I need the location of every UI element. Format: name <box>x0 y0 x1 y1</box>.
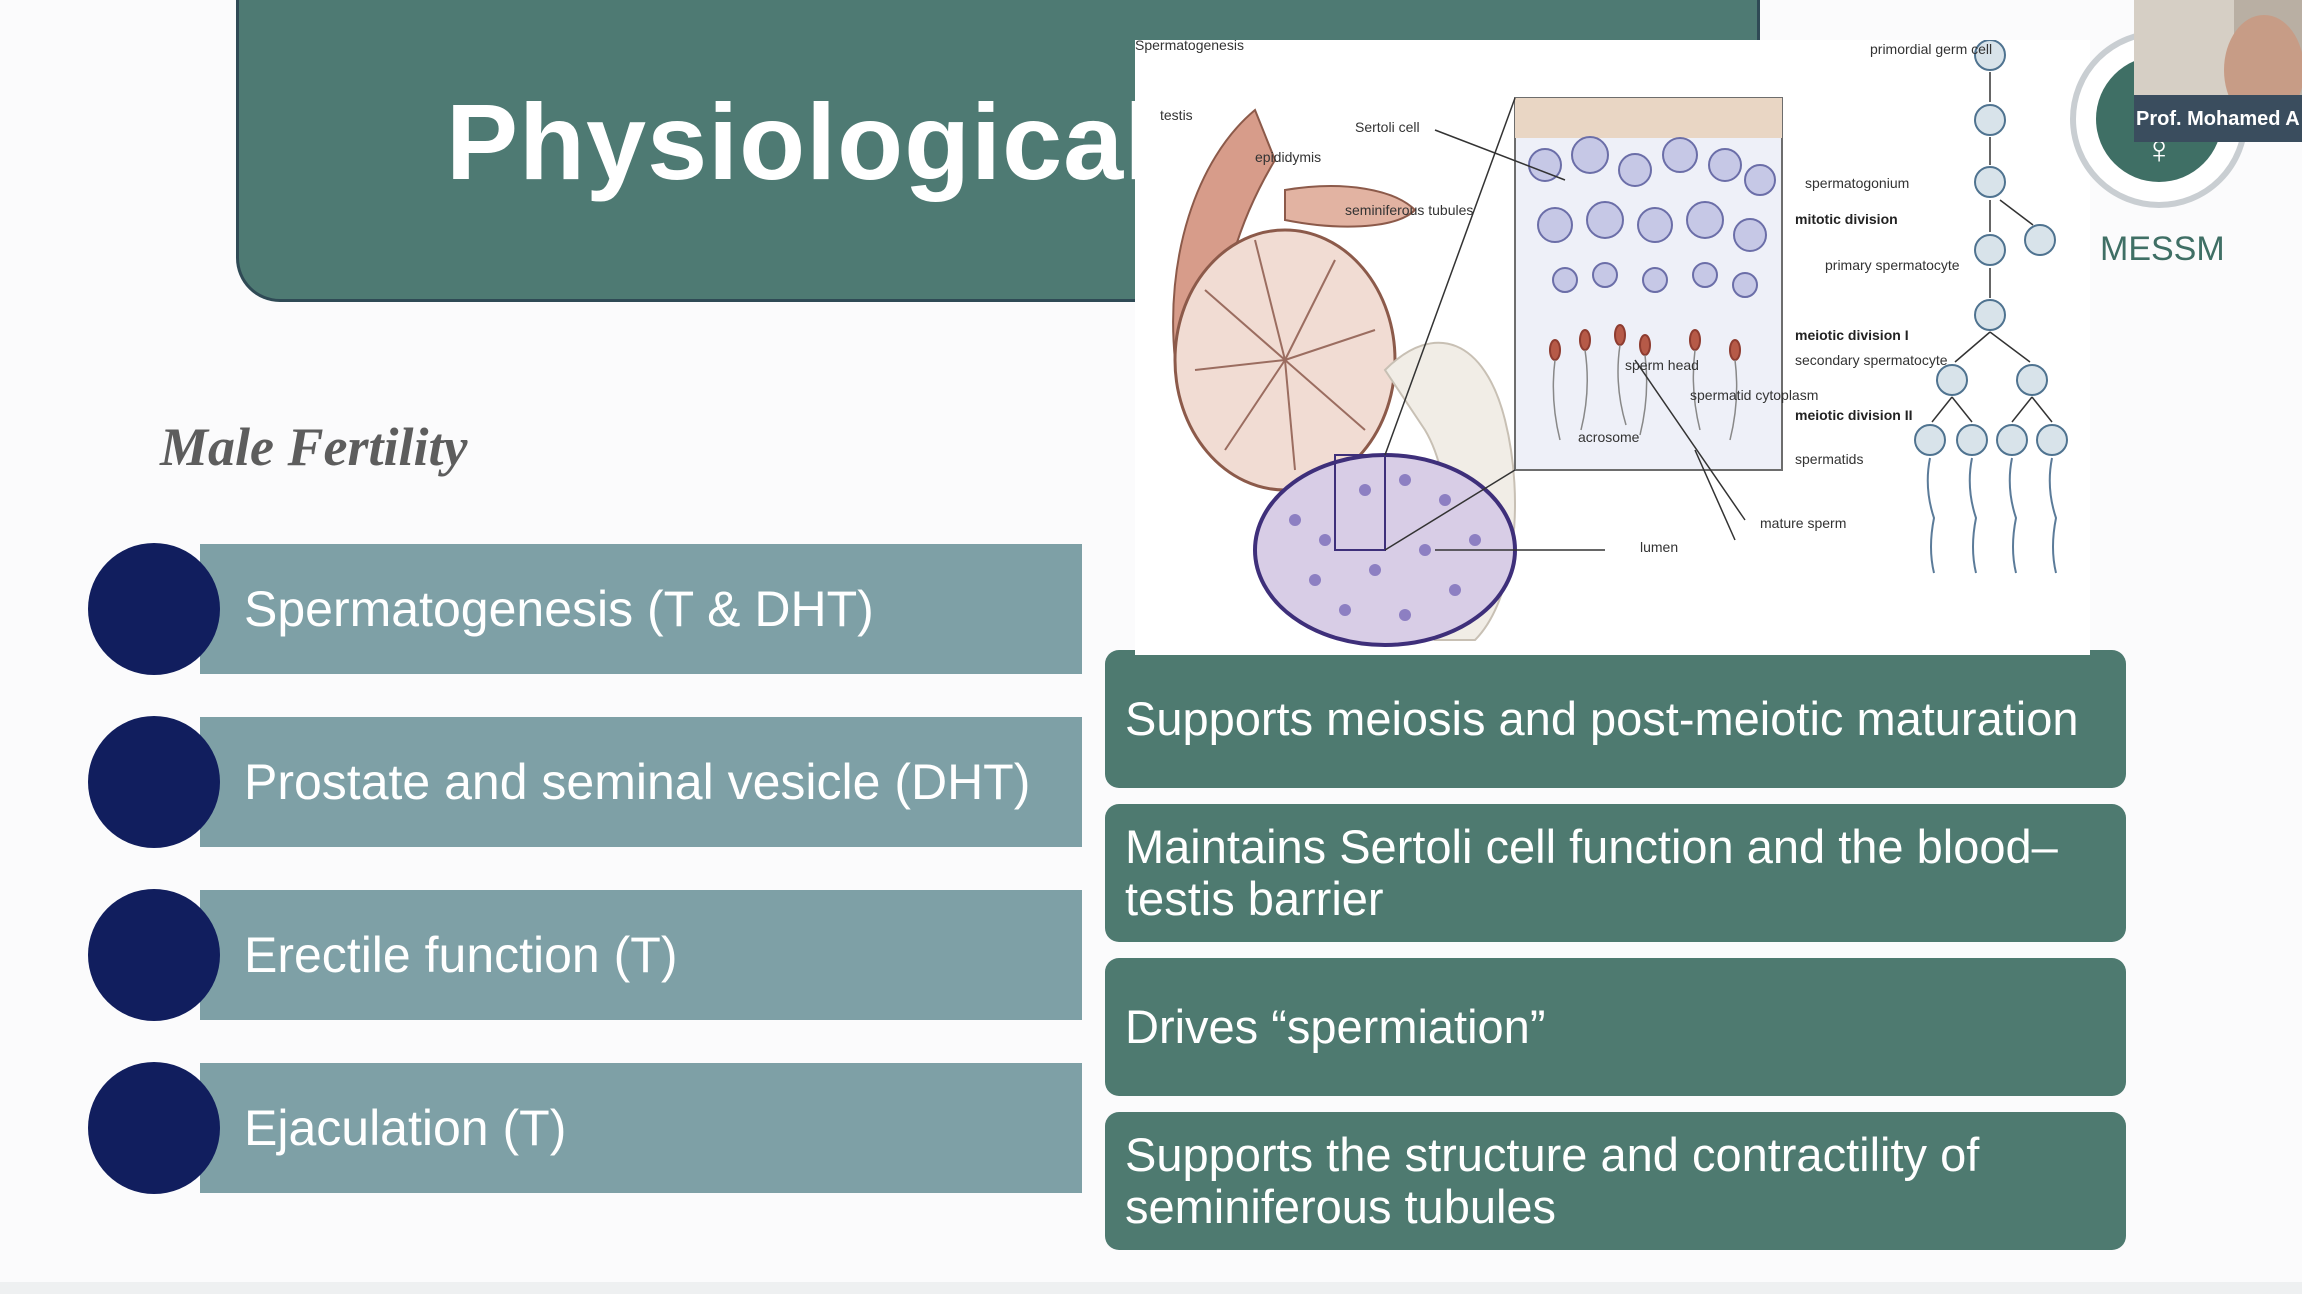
bullet-dot <box>88 1062 220 1194</box>
label-sperm-head: sperm head <box>1625 357 1699 373</box>
list-item-label: Spermatogenesis (T & DHT) <box>244 581 874 637</box>
subtitle: Male Fertility <box>160 417 468 477</box>
germ-cells <box>1528 136 1776 298</box>
label-seminiferous-tubules: seminiferous tubules <box>1345 202 1473 218</box>
sperm-tails <box>1552 344 1738 441</box>
spermatogenesis-diagram: Spermatogenesis <box>1135 40 2090 655</box>
label-primary-spermatocyte: primary spermatocyte <box>1825 257 1960 273</box>
logo-text: MESSM <box>2100 230 2225 268</box>
label-sertoli-cell: Sertoli cell <box>1355 119 1420 135</box>
label-primordial-germ-cell: primordial germ cell <box>1870 41 1992 57</box>
label-mitotic-division: mitotic division <box>1795 211 1898 227</box>
label-epididymis: epididymis <box>1255 149 1321 165</box>
info-box: Supports the structure and contractility… <box>1105 1112 2126 1250</box>
basement-membrane <box>1515 98 1782 138</box>
presenter-name: Prof. Mohamed A <box>2136 108 2300 130</box>
list-item: Ejaculation (T) <box>200 1063 1082 1193</box>
label-spermatogonium: spermatogonium <box>1805 175 1909 191</box>
list-item: Spermatogenesis (T & DHT) <box>200 544 1082 674</box>
list-item-label: Prostate and seminal vesicle (DHT) <box>244 754 1031 810</box>
info-box: Drives “spermiation” <box>1105 958 2126 1096</box>
label-acrosome: acrosome <box>1578 429 1640 445</box>
label-lumen: lumen <box>1640 539 1678 555</box>
list-item-label: Erectile function (T) <box>244 927 678 983</box>
diagram-canvas: Spermatogenesis <box>1135 40 2068 647</box>
label-secondary-spermatocyte: secondary spermatocyte <box>1795 352 1948 368</box>
diagram-title: Spermatogenesis <box>1135 40 1244 53</box>
tubule-cells <box>1289 474 1481 621</box>
lineage-arrows <box>1931 72 2053 423</box>
label-spermatid-cytoplasm: spermatid cytoplasm <box>1690 387 1818 403</box>
info-box-label: Supports the structure and contractility… <box>1125 1128 1980 1233</box>
epididymis-head-shape <box>1284 185 1417 228</box>
label-mature-sperm: mature sperm <box>1760 515 1846 531</box>
list-item-label: Ejaculation (T) <box>244 1100 567 1156</box>
bullet-dot <box>88 543 220 675</box>
page-title: Physiological <box>446 81 1156 202</box>
bullet-dot <box>88 716 220 848</box>
info-box-label: Maintains Sertoli cell function and the … <box>1125 820 2058 925</box>
testis-lobules <box>1194 239 1376 471</box>
label-testis: testis <box>1160 107 1193 123</box>
presenter-video[interactable] <box>2134 0 2302 142</box>
info-box-label: Drives “spermiation” <box>1125 1000 1546 1053</box>
presenter-silhouette-icon <box>2134 0 2302 142</box>
list-item: Prostate and seminal vesicle (DHT) <box>200 717 1082 847</box>
info-box: Supports meiosis and post-meiotic matura… <box>1105 650 2126 788</box>
bottom-strip <box>0 1282 2302 1294</box>
label-meiotic-division-1: meiotic division I <box>1795 327 1909 343</box>
mature-sperm-tails <box>1926 457 2058 574</box>
bullet-dot <box>88 889 220 1021</box>
lineage-cells <box>1914 40 2068 456</box>
info-box-label: Supports meiosis and post-meiotic matura… <box>1125 692 2079 745</box>
list-item: Erectile function (T) <box>200 890 1082 1020</box>
connector-lines <box>1384 97 1746 551</box>
zoom-box <box>1334 454 1386 551</box>
info-box: Maintains Sertoli cell function and the … <box>1105 804 2126 942</box>
label-spermatids: spermatids <box>1795 451 1863 467</box>
label-meiotic-division-2: meiotic division II <box>1795 407 1912 423</box>
